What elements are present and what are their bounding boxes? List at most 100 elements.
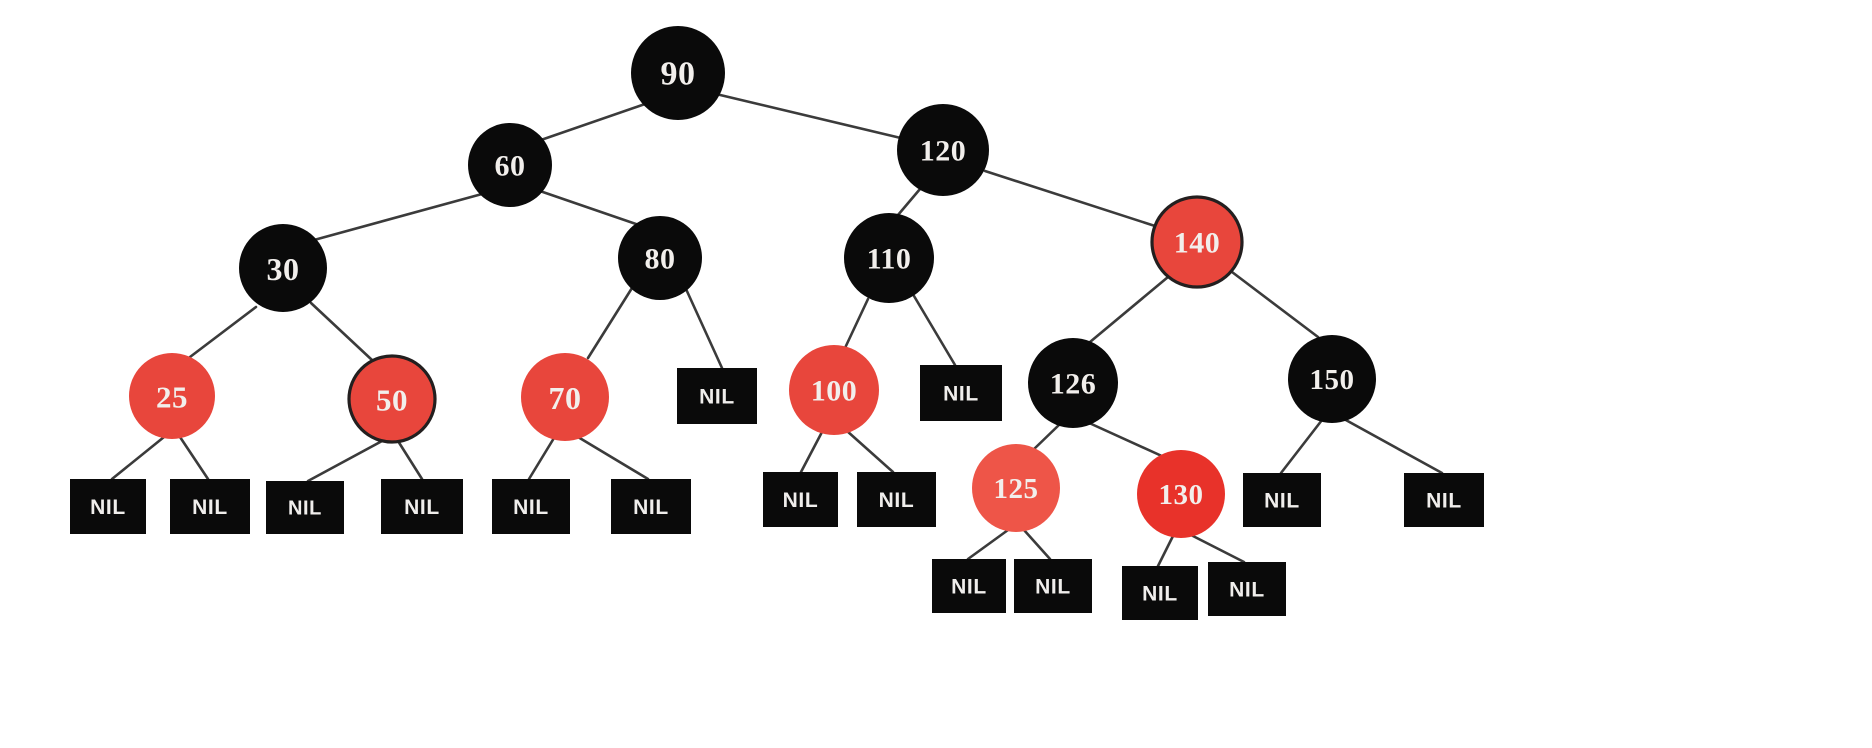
tree-node-label: 130 [1159,479,1204,511]
nil-leaf-box [170,479,250,534]
tree-node-circle [347,354,437,444]
nil-leaf-label: NIL [943,383,979,406]
tree-node: 130 [1137,450,1225,538]
tree-node-circle [129,353,215,439]
nil-leaf: NIL [920,365,1002,421]
tree-edge [1189,533,1246,564]
nil-leaf-box [677,368,757,424]
edges-layer [110,92,1444,568]
nil-leaf-label: NIL [783,489,819,512]
tree-edge [1230,270,1320,339]
tree-edge [1085,420,1166,459]
tree-edge [536,102,647,143]
tree-node-label: 126 [1050,368,1097,401]
tree-edge [1156,534,1175,568]
tree-node-label: 140 [1174,227,1221,260]
nil-leaf: NIL [492,479,570,534]
nil-leaf-box [763,472,838,527]
nil-leaf: NIL [1208,562,1286,616]
nil-leaf-label: NIL [1142,583,1178,606]
tree-node-label: 50 [376,383,408,418]
nil-leaf-box [266,481,344,534]
nil-leaf-label: NIL [633,496,669,519]
tree-edge [714,92,907,141]
nil-leaf-box [1404,473,1484,527]
nil-leaf-label: NIL [1426,490,1462,513]
tree-edge [188,305,258,359]
tree-node: 126 [1028,338,1118,428]
tree-node-circle [844,213,934,303]
tree-edge [586,286,634,360]
tree-node-circle [1137,450,1225,538]
tree-edge [535,188,638,226]
nil-leaf-label: NIL [90,496,126,519]
nil-leaf-box [70,479,146,534]
tree-node-label: 25 [156,380,188,415]
nil-leaf-box [492,479,570,534]
nodes-layer: 90 60 120 30 80 110 140 25 50 70 100 126 150 125 130 [129,26,1376,538]
tree-edge [527,436,556,481]
tree-edge [309,301,374,362]
tree-node: 100 [789,345,879,435]
nil-leaf: NIL [763,472,838,527]
tree-edge [1022,528,1052,561]
nil-leaf-label: NIL [699,386,735,409]
nil-leaf: NIL [1122,566,1198,620]
tree-node-label: 125 [994,473,1039,505]
nil-leaf-box [381,479,463,534]
nil-leaf-box [932,559,1006,613]
tree-node-label: 80 [645,243,676,276]
nil-leaf-box [1243,473,1321,527]
tree-edge [306,439,384,483]
tree-edge [966,528,1010,561]
nil-leaf-box [857,472,936,527]
tree-node-label: 120 [920,135,967,168]
nil-leaf: NIL [266,481,344,534]
nil-leaf-box [1014,559,1092,613]
tree-edge [843,297,870,350]
tree-node-circle [789,345,879,435]
nil-leaf-box [611,479,691,534]
tree-edge [110,435,166,481]
nil-leaf-box [1208,562,1286,616]
tree-node-circle [631,26,725,120]
nil-leaf-label: NIL [404,496,440,519]
tree-node: 150 [1288,335,1376,423]
nil-leaf-box [1122,566,1198,620]
tree-node-circle [521,353,609,441]
tree-node: 60 [468,123,552,207]
tree-node-circle [1028,338,1118,428]
tree-node-circle [618,216,702,300]
tree-edge [1030,421,1063,453]
tree-edge [983,169,1157,228]
nil-leaf: NIL [932,559,1006,613]
tree-node-circle [1288,335,1376,423]
tree-node: 110 [844,213,934,303]
tree-edge [1342,417,1444,475]
tree-node: 25 [129,353,215,439]
nil-leaf: NIL [857,472,936,527]
tree-node-circle [468,123,552,207]
nil-leaf: NIL [1243,473,1321,527]
tree-node-label: 110 [867,243,912,276]
tree-node-label: 70 [549,380,582,416]
nil-leaf-label: NIL [513,496,549,519]
tree-node-circle [1150,195,1244,289]
nil-leaf-label: NIL [192,496,228,519]
nil-leaf-box [920,365,1002,421]
tree-edge [312,192,484,242]
tree-node: 70 [521,353,609,441]
tree-edge [178,435,210,481]
tree-edge [1088,275,1170,344]
tree-node-label: 60 [495,150,526,183]
nil-leaf: NIL [1014,559,1092,613]
tree-node-circle [897,104,989,196]
tree-edge [684,287,724,370]
tree-edge [799,430,824,474]
tree-edge [845,429,895,474]
tree-node-label: 90 [661,56,696,93]
tree-node: 30 [239,224,327,312]
tree-node-circle [239,224,327,312]
